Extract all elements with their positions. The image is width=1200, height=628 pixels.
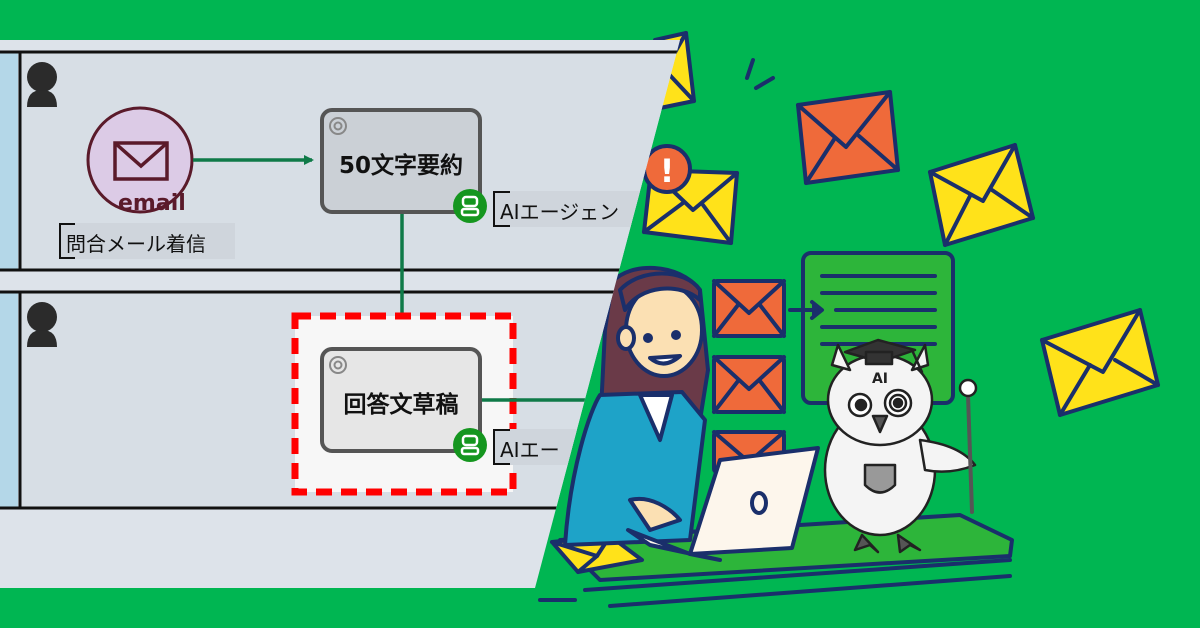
start-event-caption: email xyxy=(118,191,186,216)
motion-line xyxy=(745,58,755,80)
robot-icon xyxy=(453,189,487,223)
agent-label-2-wrap: AIエー xyxy=(498,429,580,465)
robot-icon xyxy=(453,428,487,462)
owl-ai-badge: AI xyxy=(872,371,888,387)
user-icon xyxy=(27,62,57,107)
lane-header xyxy=(0,52,18,270)
agent-label: AIエージェン xyxy=(500,200,620,224)
agent-label: AIエー xyxy=(500,438,560,462)
task-summary-label: 50文字要約 xyxy=(338,153,463,179)
task-draft[interactable] xyxy=(320,347,482,453)
yellow-envelope-icon xyxy=(1040,308,1160,417)
orange-envelope-icon xyxy=(712,279,786,338)
highlight-dashed-border xyxy=(291,312,517,496)
orange-envelope-icon xyxy=(712,355,786,414)
gear-icon xyxy=(329,117,347,135)
orange-envelope-icon xyxy=(796,90,900,185)
task-draft-label: 回答文草稿 xyxy=(343,392,459,418)
ai-owl-mascot xyxy=(823,338,978,554)
agent-label-1-wrap: AIエージェン xyxy=(498,191,638,227)
user-icon xyxy=(27,302,57,347)
message-start-event[interactable] xyxy=(86,106,194,214)
alert-symbol: ! xyxy=(660,152,675,190)
start-event-label: 問合メール着信 xyxy=(66,232,206,256)
woman-character xyxy=(563,265,710,547)
task-summary[interactable] xyxy=(320,108,482,214)
lane-header xyxy=(0,292,18,508)
motion-line xyxy=(754,76,775,90)
yellow-envelope-icon xyxy=(928,143,1035,247)
gear-icon xyxy=(329,356,347,374)
envelope-icon xyxy=(113,141,169,181)
start-event-label-bg xyxy=(60,223,235,259)
laptop xyxy=(626,446,820,562)
